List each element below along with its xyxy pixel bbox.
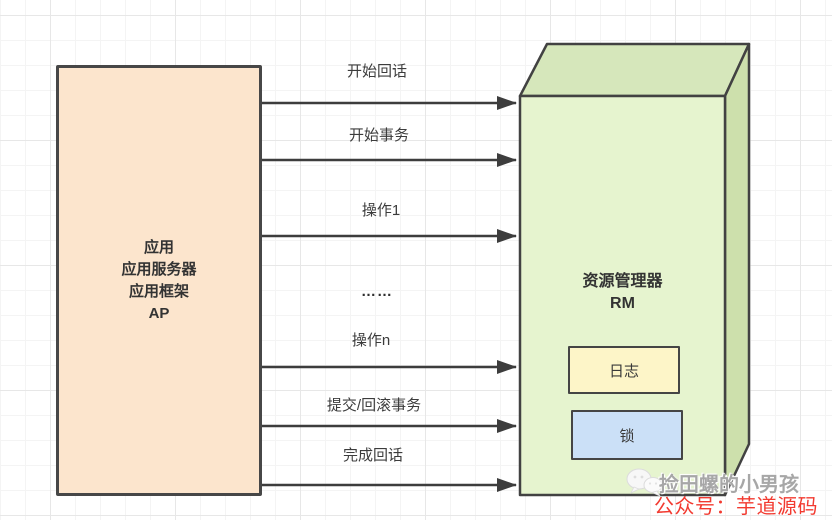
watermark-account-name: 捡田螺的小男孩	[659, 474, 799, 496]
watermark-subscription: 公众号：芋道源码	[654, 494, 818, 518]
rm-cube-side-face	[723, 42, 751, 497]
rm-node-title: 资源管理器 RM	[520, 271, 725, 315]
label-start-session: 开始回话	[346, 63, 408, 80]
label-commit-rollback: 提交/回滚事务	[326, 397, 422, 414]
label-finish-session: 完成回话	[342, 447, 404, 464]
rm-cube-top-face	[518, 42, 751, 98]
ap-label-line1: 应用	[143, 238, 174, 256]
lock-node-label: 锁	[619, 427, 635, 445]
arrows-group	[262, 96, 517, 492]
lock-node: 锁	[571, 410, 683, 460]
wechat-icon	[626, 468, 663, 497]
ap-label-line4: AP	[148, 304, 170, 322]
rm-title-line2: RM	[610, 295, 635, 312]
ap-label-line2: 应用服务器	[121, 260, 197, 278]
log-node-label: 日志	[608, 362, 639, 380]
rm-node-cube	[518, 42, 751, 497]
label-operation-1: 操作1	[361, 202, 401, 219]
ap-label-line3: 应用框架	[128, 282, 189, 300]
label-start-transaction: 开始事务	[348, 127, 410, 144]
ap-node: 应用 应用服务器 应用框架 AP	[56, 65, 262, 496]
rm-title-line1: 资源管理器	[582, 273, 663, 290]
label-operation-n: 操作n	[351, 332, 391, 349]
log-node: 日志	[568, 346, 680, 394]
label-ellipsis: ……	[361, 283, 393, 300]
